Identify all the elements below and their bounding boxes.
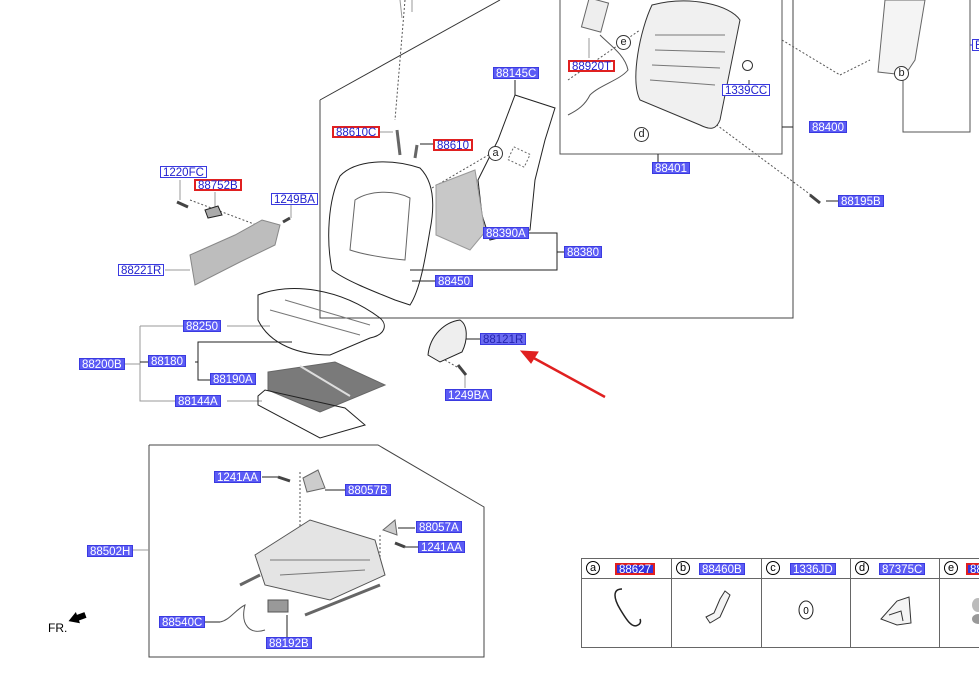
backrest-group-outline	[319, 0, 794, 319]
legend-cell-d[interactable]: d 87375C	[851, 559, 940, 648]
svg-text:0: 0	[803, 606, 809, 617]
part-88752b[interactable]: 88752B	[194, 179, 242, 192]
legend-part-88-partial[interactable]: 88	[966, 563, 979, 576]
callout-d[interactable]: d	[634, 127, 649, 142]
part-1249ba-upper[interactable]: 1249BA	[271, 193, 318, 206]
part-88401[interactable]: 88401	[652, 162, 690, 175]
side-shield	[427, 319, 467, 363]
grommet-icon: 0	[798, 600, 814, 620]
legend-part-88627[interactable]: 88627	[615, 563, 655, 576]
rear-panel	[877, 0, 926, 76]
part-88540c[interactable]: 88540C	[159, 616, 206, 629]
part-88145c[interactable]: 88145C	[493, 67, 540, 80]
part-88195b[interactable]: 88195B	[838, 195, 884, 208]
part-88610c[interactable]: 88610C	[332, 126, 381, 139]
headrest-stalk	[399, 0, 413, 19]
part-88390a[interactable]: 88390A	[483, 227, 529, 240]
seat-pad	[257, 389, 367, 439]
legend-cell-c[interactable]: c 1336JD 0	[762, 559, 851, 648]
callout-e[interactable]: e	[616, 35, 631, 50]
part-1249ba-lower[interactable]: 1249BA	[445, 389, 492, 402]
legend-part-87375c[interactable]: 87375C	[879, 563, 926, 576]
seat-cushion	[257, 288, 385, 356]
callout-a[interactable]: a	[488, 146, 503, 161]
side-trim	[189, 219, 281, 286]
legend-letter-d: d	[855, 561, 869, 575]
part-1241aa-lower[interactable]: 1241AA	[418, 541, 465, 554]
part-88920t[interactable]: 88920T	[568, 60, 616, 73]
clip-part-icon	[972, 598, 979, 624]
part-88057a[interactable]: 88057A	[416, 521, 462, 534]
part-1241aa-upper[interactable]: 1241AA	[214, 471, 261, 484]
part-88502h[interactable]: 88502H	[87, 545, 134, 558]
part-88192b[interactable]: 88192B	[266, 637, 312, 650]
part-1220fc[interactable]: 1220FC	[160, 166, 207, 179]
part-88180[interactable]: 88180	[148, 355, 186, 368]
legend-letter-e: e	[944, 561, 958, 575]
seat-frame-box	[148, 444, 485, 658]
legend-letter-c: c	[766, 561, 780, 575]
legend-cell-b[interactable]: b 88460B	[672, 559, 762, 648]
part-88400[interactable]: 88400	[809, 121, 847, 134]
cover-clip-icon	[880, 596, 912, 626]
part-88057b[interactable]: 88057B	[345, 484, 391, 497]
heater-pad	[435, 169, 486, 251]
legend-cell-e[interactable]: e 88	[940, 559, 979, 648]
backrest-group-diagonal	[319, 0, 501, 101]
part-88200b[interactable]: 88200B	[79, 358, 125, 371]
callout-b[interactable]: b	[894, 66, 909, 81]
backrest-frame	[635, 0, 741, 129]
highlight-arrow	[519, 350, 606, 399]
washer-1339cc-icon	[742, 60, 753, 71]
legend-header-row	[582, 559, 979, 579]
part-1339cc[interactable]: 1339CC	[722, 84, 771, 97]
part-88144a[interactable]: 88144A	[175, 395, 221, 408]
legend-cell-a[interactable]: a 88627	[582, 559, 672, 648]
legend-letter-a: a	[586, 561, 600, 575]
seat-heater-mat	[267, 361, 387, 413]
part-edge-label[interactable]: E	[972, 39, 979, 52]
wire-harness	[567, 34, 629, 116]
backrest-cover	[328, 161, 434, 306]
part-88190a[interactable]: 88190A	[210, 373, 256, 386]
part-88221r[interactable]: 88221R	[118, 264, 165, 277]
rear-panel-box	[902, 0, 971, 133]
legend-part-1336jd[interactable]: 1336JD	[790, 563, 836, 576]
back-panel	[477, 94, 556, 241]
front-direction-icon	[68, 612, 87, 624]
legend-table: a 88627 b 88460B c 1336JD 0 d 87375C e 8…	[581, 558, 979, 648]
part-88610[interactable]: 88610	[433, 139, 473, 152]
legend-letter-b: b	[676, 561, 690, 575]
legend-part-88460b[interactable]: 88460B	[699, 563, 745, 576]
bracket-clip-icon	[705, 590, 731, 624]
frame-subassembly-box	[559, 0, 783, 155]
front-direction-label: FR.	[48, 621, 68, 635]
hook-clip-icon	[614, 588, 642, 627]
part-88121r[interactable]: 88121R	[480, 333, 527, 346]
part-88450[interactable]: 88450	[435, 275, 473, 288]
part-88250[interactable]: 88250	[183, 320, 221, 333]
part-88380[interactable]: 88380	[564, 246, 602, 259]
